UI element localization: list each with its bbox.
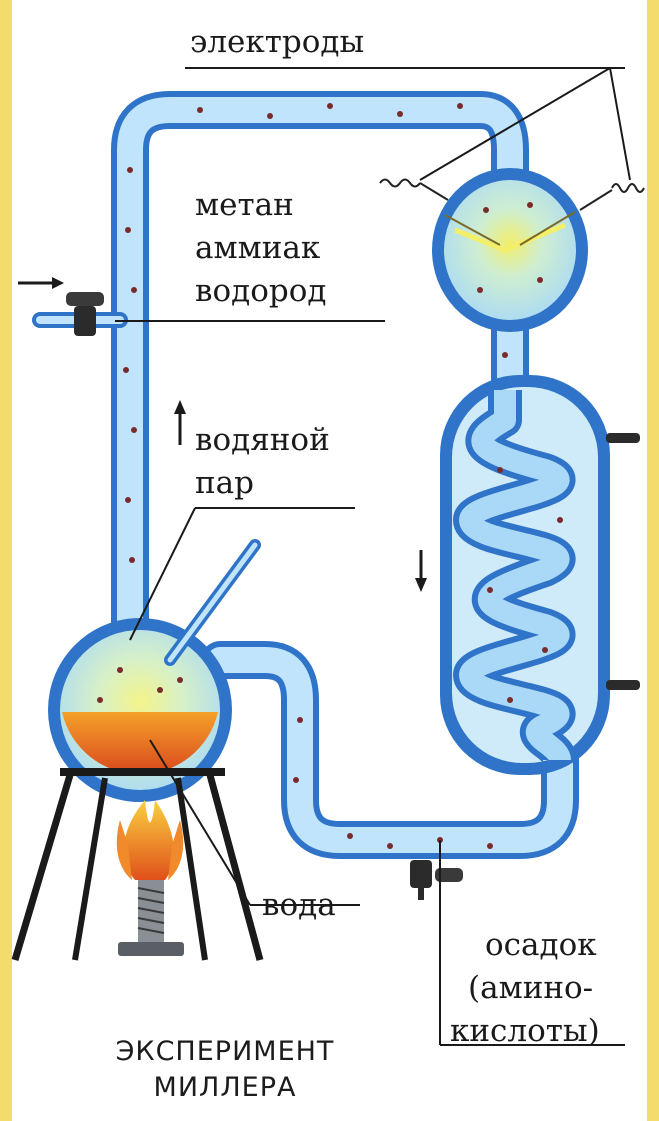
title-line-1: ЭКСПЕРИМЕНТ — [116, 1036, 335, 1067]
condenser-port-top — [606, 433, 640, 443]
label-sediment-2: (амино- — [468, 970, 593, 1006]
label-electrodes: электроды — [190, 24, 364, 60]
label-water-vapor-1: водяной — [195, 422, 330, 458]
label-ammonia: аммиак — [195, 230, 320, 266]
label-sediment-3: кислоты) — [450, 1013, 600, 1049]
label-methane: метан — [195, 187, 294, 223]
condenser-port-bottom — [606, 680, 640, 690]
label-sediment-1: осадок — [485, 927, 597, 963]
title-line-2: МИЛЛЕРА — [154, 1072, 297, 1103]
label-water-vapor-2: пар — [195, 465, 254, 501]
label-hydrogen: водород — [195, 273, 326, 309]
spark-chamber — [432, 168, 588, 332]
label-water: вода — [262, 887, 336, 923]
